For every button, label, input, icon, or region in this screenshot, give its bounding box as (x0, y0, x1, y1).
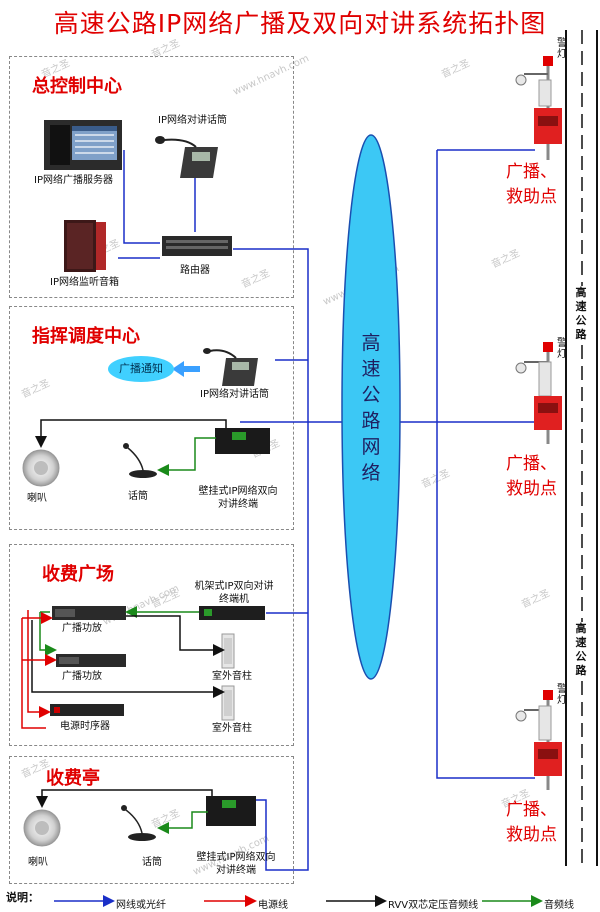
warning-light-char: 灯 (557, 349, 567, 360)
label-booth-microphone: 话筒 (142, 857, 162, 868)
warning-light-label: 警 灯 (556, 338, 568, 360)
warning-light-char: 警 (557, 338, 567, 349)
highway-network-char: 路 (361, 410, 381, 432)
road-label-char: 公 (575, 314, 587, 327)
highway-network-label: 高 速 公 路 网 络 (356, 330, 386, 486)
power-sequencer-icon (50, 704, 124, 716)
help-point-label-line2: 救助点 (506, 825, 557, 845)
broadcast-server-icon (44, 120, 122, 170)
highway-network-char: 速 (361, 358, 381, 380)
help-point-label: 广播、 救助点 (506, 452, 557, 502)
help-point-label-line2: 救助点 (506, 187, 557, 207)
intercom-microphone-icon (155, 136, 218, 178)
label-booth-speaker: 喇叭 (28, 857, 48, 868)
legend-audio-label: 音频线 (544, 900, 574, 911)
label-speaker: 喇叭 (27, 493, 47, 504)
monitor-speaker-icon (64, 220, 106, 272)
notice-arrow (172, 361, 200, 377)
wall-terminal-icon (206, 796, 256, 826)
help-point-label-line2: 救助点 (506, 479, 557, 499)
legend-rvv-label: RVV双芯定压音频线 (388, 900, 479, 911)
label-broadcast-server: IP网络广播服务器 (34, 175, 113, 186)
dispatch-center-panel (9, 306, 294, 530)
legend-network-label: 网线或光纤 (116, 900, 166, 911)
label-power-sequencer: 电源时序器 (60, 721, 110, 732)
road-label-char: 速 (575, 636, 587, 649)
label-wall-terminal-line2: 对讲终端 (218, 499, 258, 510)
road-label-char: 高 (575, 622, 587, 635)
power-amplifier-icon (56, 654, 126, 667)
help-point-label: 广播、 救助点 (506, 160, 557, 210)
label-rack-terminal: 机架式IP双向对讲 终端机 (186, 580, 282, 606)
highway-network-char: 络 (361, 462, 381, 484)
roadside-help-point (515, 342, 562, 444)
highway-road (565, 30, 598, 866)
label-booth-terminal-line2: 对讲终端 (216, 865, 256, 876)
label-rack-terminal-line2: 终端机 (219, 594, 249, 605)
roadside-help-point (515, 56, 562, 160)
help-point-label-line1: 广播、 (506, 454, 557, 474)
road-label-char: 速 (575, 300, 587, 313)
help-point-label: 广播、 救助点 (506, 798, 557, 848)
label-rack-terminal-line1: 机架式IP双向对讲 (194, 581, 274, 592)
section-title-dispatch: 指挥调度中心 (32, 326, 140, 347)
label-dispatch-intercom: IP网络对讲话筒 (200, 389, 269, 400)
speaker-icon (22, 449, 60, 487)
highway-network-char: 公 (361, 384, 381, 406)
label-control-intercom: IP网络对讲话筒 (158, 115, 227, 126)
label-router: 路由器 (180, 265, 210, 276)
road-label-lower: 高 速 公 路 (572, 622, 590, 678)
help-point-label-line1: 广播、 (506, 800, 557, 820)
dispatch-intercom-icon (203, 348, 258, 386)
highway-network-char: 高 (361, 332, 381, 354)
warning-light-label: 警 灯 (556, 38, 568, 60)
road-label-char: 公 (575, 650, 587, 663)
control-center-panel (9, 56, 294, 298)
label-wall-terminal: 壁挂式IP网络双向 对讲终端 (188, 485, 288, 511)
help-point-label-line1: 广播、 (506, 162, 557, 182)
rack-terminal-icon (199, 606, 265, 620)
microphone-icon (123, 443, 157, 478)
warning-light-char: 警 (557, 684, 567, 695)
label-amplifier-1: 广播功放 (62, 623, 102, 634)
warning-light-label: 警 灯 (556, 684, 568, 706)
label-amplifier-2: 广播功放 (62, 671, 102, 682)
outdoor-column-speaker-icon (221, 633, 235, 669)
label-microphone: 话筒 (128, 491, 148, 502)
network-lines (118, 149, 535, 871)
label-monitor-speaker: IP网络监听音箱 (50, 277, 119, 288)
warning-light-char: 灯 (557, 695, 567, 706)
microphone-icon (121, 805, 156, 841)
broadcast-notice-bubble: 广播通知 (108, 356, 174, 382)
road-label-char: 路 (575, 664, 587, 677)
label-wall-terminal-line1: 壁挂式IP网络双向 (198, 486, 278, 497)
section-title-booth: 收费亭 (46, 768, 100, 789)
legend-power-label: 电源线 (258, 900, 288, 911)
router-icon (162, 236, 232, 256)
label-outdoor-column-2: 室外音柱 (212, 723, 252, 734)
outdoor-column-speaker-icon (221, 685, 235, 721)
power-amplifier-icon (52, 606, 126, 620)
warning-light-char: 警 (557, 38, 567, 49)
section-title-plaza: 收费广场 (42, 564, 114, 585)
label-booth-terminal: 壁挂式IP网络双向 对讲终端 (186, 851, 286, 877)
highway-network-ellipse (341, 134, 401, 680)
toll-plaza-panel (9, 544, 294, 746)
roadside-help-point (515, 690, 562, 790)
warning-light-char: 灯 (557, 49, 567, 60)
toll-booth-panel (9, 756, 294, 884)
label-booth-terminal-line1: 壁挂式IP网络双向 (196, 852, 276, 863)
highway-network-char: 网 (361, 436, 381, 458)
diagram-title: 高速公路IP网络广播及双向对讲系统拓扑图 (53, 9, 547, 38)
road-label-upper: 高 速 公 路 (572, 286, 590, 342)
road-label-char: 路 (575, 328, 587, 341)
road-label-char: 高 (575, 286, 587, 299)
legend-title: 说明： (6, 891, 39, 904)
label-outdoor-column-1: 室外音柱 (212, 671, 252, 682)
section-title-control: 总控制中心 (32, 76, 122, 97)
speaker-icon (23, 809, 61, 847)
wall-terminal-icon (215, 428, 270, 454)
